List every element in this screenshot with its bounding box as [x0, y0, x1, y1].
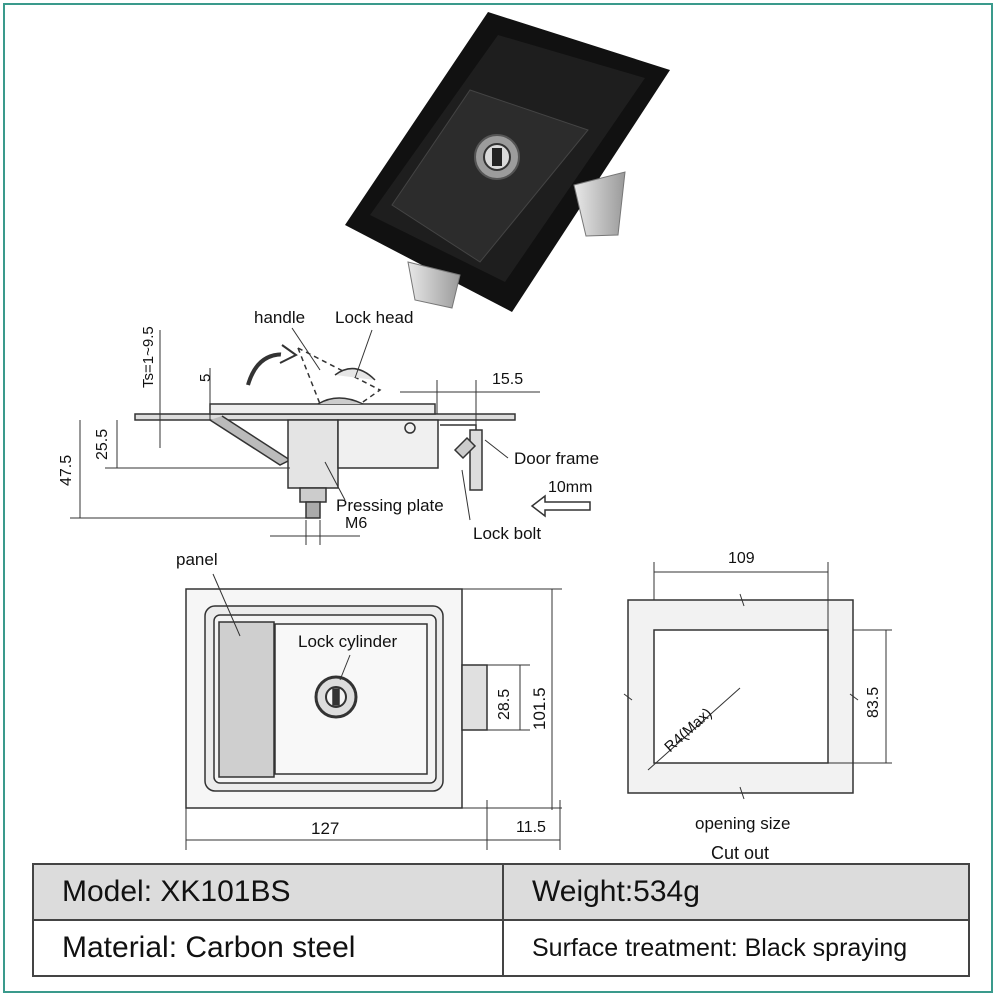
weight-cell: Weight:534g: [502, 863, 970, 921]
material-cell: Material: Carbon steel: [32, 919, 504, 977]
cut-out-label: Cut out: [711, 843, 770, 863]
dimension-127-label: 127: [311, 819, 340, 838]
dimension-5-label: 5: [197, 373, 214, 382]
front-view-drawing: [185, 573, 562, 850]
dimension-83-5-label: 83.5: [865, 686, 882, 718]
table-row: Material: Carbon steel Surface treatment…: [32, 919, 970, 977]
dimension-11-5-label: 11.5: [516, 819, 546, 836]
cutout-drawing: [623, 562, 892, 800]
table-row: Model: XK101BS Weight:534g: [32, 863, 970, 921]
lock-cylinder-label: Lock cylinder: [298, 632, 398, 651]
spec-table: Model: XK101BS Weight:534g Material: Car…: [32, 863, 970, 977]
ts-dimension-label: Ts=1~9.5: [140, 326, 157, 388]
opening-size-label: opening size: [695, 814, 791, 833]
side-view-drawing: [70, 327, 591, 545]
dimension-25-5-label: 25.5: [94, 428, 111, 460]
door-frame-label: Door frame: [514, 449, 600, 468]
dimension-15-5-label: 15.5: [492, 371, 524, 388]
product-photo: [345, 12, 670, 312]
image-border: [3, 3, 993, 993]
handle-label: handle: [254, 308, 306, 327]
dimension-28-5-label: 28.5: [496, 688, 513, 720]
dimension-101-5-label: 101.5: [530, 687, 549, 730]
surface-treatment-cell: Surface treatment: Black spraying: [502, 919, 970, 977]
lock-bolt-label: Lock bolt: [473, 524, 542, 543]
dimension-47-5-label: 47.5: [58, 454, 75, 486]
10mm-label: 10mm: [548, 479, 593, 496]
model-cell: Model: XK101BS: [32, 863, 504, 921]
m6-label: M6: [345, 515, 368, 532]
lock-head-label: Lock head: [335, 308, 414, 327]
panel-label: panel: [176, 550, 218, 569]
dimension-109-label: 109: [728, 550, 755, 567]
pressing-plate-label: Pressing plate: [336, 496, 444, 515]
